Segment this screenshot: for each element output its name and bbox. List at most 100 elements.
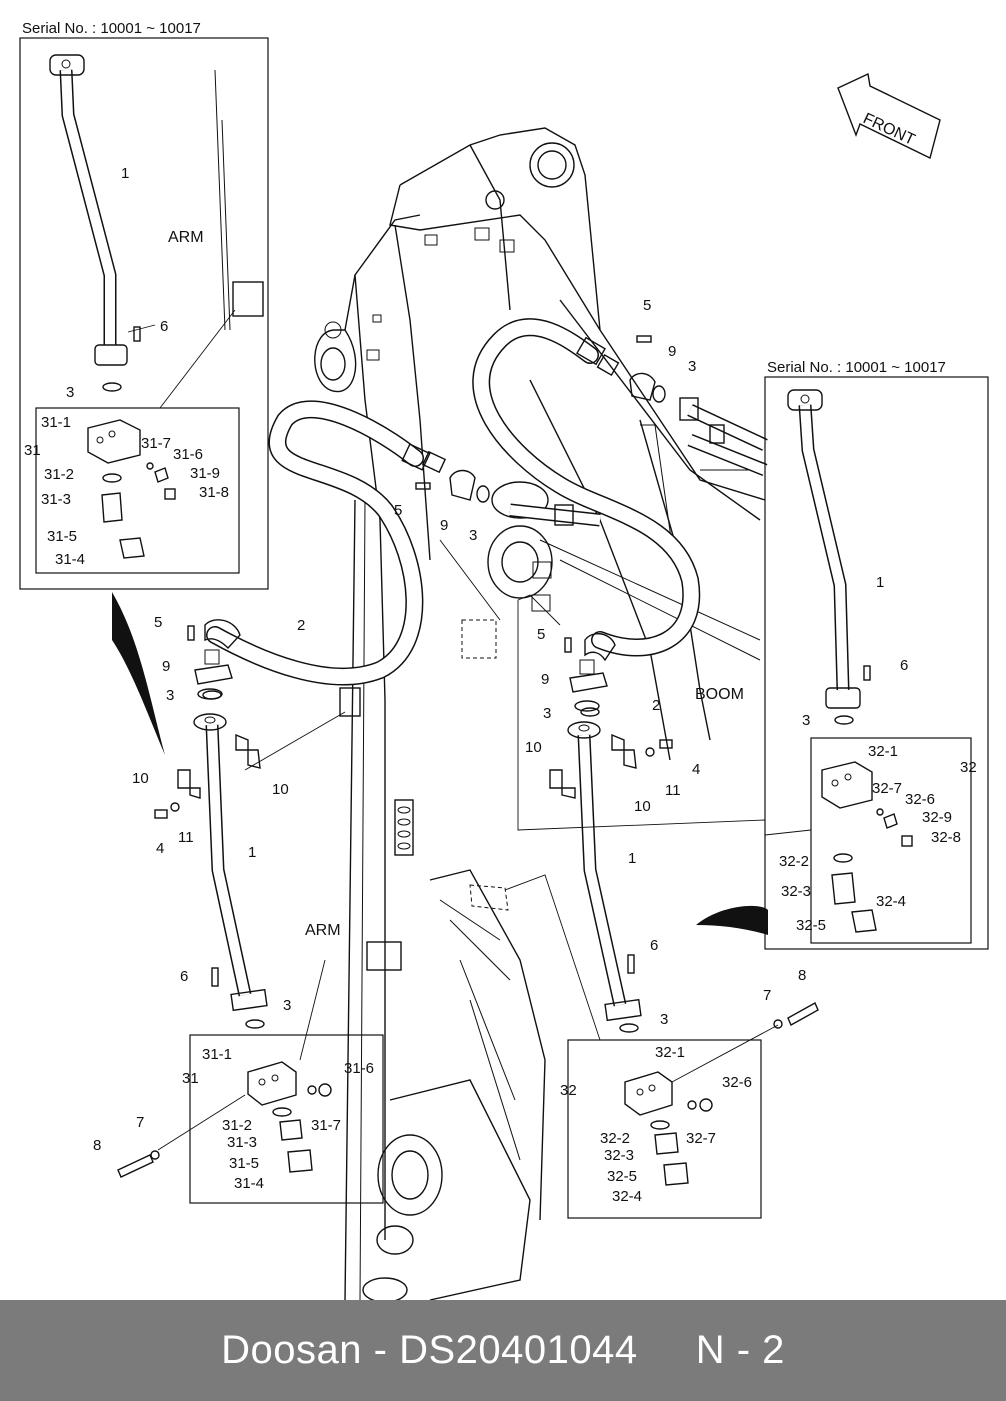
- part-label: 9: [541, 671, 549, 688]
- boom-structure: [214, 69, 766, 1300]
- part-label: 32: [960, 759, 977, 776]
- part-label: 1: [876, 574, 884, 591]
- leader-lines: [244, 539, 766, 1041]
- o-rings: [102, 382, 854, 1033]
- part-label: 5: [643, 297, 651, 314]
- part-label: 32-7: [686, 1130, 716, 1147]
- part-label: 2: [297, 617, 305, 634]
- part-label: 1: [121, 165, 129, 182]
- part-label: 7: [763, 987, 771, 1004]
- part-label: 32-2: [779, 853, 809, 870]
- part-label: 8: [798, 967, 806, 984]
- part-label: 9: [440, 517, 448, 534]
- part-label: 32-4: [876, 893, 906, 910]
- part-label: 32-5: [796, 917, 826, 934]
- bracket-arm-lower: [366, 941, 402, 971]
- part-label: 5: [537, 626, 545, 643]
- part-label: 3: [660, 1011, 668, 1028]
- part-label: 2: [652, 697, 660, 714]
- part-label: 31-1: [202, 1046, 232, 1063]
- part-label: 32-3: [781, 883, 811, 900]
- footer-title: Doosan - DS20401044 N - 2: [221, 1328, 785, 1373]
- inset-top-left: [19, 37, 269, 590]
- part-label: 32-5: [607, 1168, 637, 1185]
- flange-right: [569, 659, 608, 712]
- part-label: 31-3: [227, 1134, 257, 1151]
- front-label: FRONT: [860, 110, 917, 149]
- part-label: 1: [248, 844, 256, 861]
- part-label: 10: [634, 798, 651, 815]
- part-label: 8: [93, 1137, 101, 1154]
- part-label: 32: [560, 1082, 577, 1099]
- part-label: 32-1: [868, 743, 898, 760]
- flange-upper-left: [449, 469, 490, 503]
- part-label: 31-3: [41, 491, 71, 508]
- parts-diagram: FRONT: [19, 20, 989, 1300]
- clamps-left: [177, 733, 261, 799]
- part-label: 31-9: [190, 465, 220, 482]
- part-label: 3: [166, 687, 174, 704]
- hose-left: [204, 400, 447, 686]
- part-label: 31-4: [234, 1175, 264, 1192]
- part-label: 32-4: [612, 1188, 642, 1205]
- part-label: 6: [180, 968, 188, 985]
- serial-label-right: Serial No. : 10001 ~ 10017: [767, 359, 946, 376]
- part-label: 3: [66, 384, 74, 401]
- part-label: 10: [132, 770, 149, 787]
- part-label: 32-6: [905, 791, 935, 808]
- part-label: 32-2: [600, 1130, 630, 1147]
- front-arrow: FRONT: [837, 72, 941, 160]
- part-label: 31-6: [344, 1060, 374, 1077]
- footer-page: N - 2: [695, 1328, 785, 1372]
- part-label: 32-3: [604, 1147, 634, 1164]
- bracket-dashed: [461, 619, 497, 659]
- footer-separator: -: [373, 1328, 388, 1372]
- transition-arrow-right: [696, 905, 768, 935]
- part-label: 31-8: [199, 484, 229, 501]
- pipe-right-main: [567, 721, 642, 1022]
- inset-right: [764, 376, 989, 950]
- part-label: 5: [394, 502, 402, 519]
- part-label: 9: [668, 343, 676, 360]
- footer-bar: Doosan - DS20401044 N - 2: [0, 1300, 1006, 1401]
- part-label: 31-6: [173, 446, 203, 463]
- serial-label-left: Serial No. : 10001 ~ 10017: [22, 20, 201, 37]
- boom-pipe-clamp: [509, 397, 768, 527]
- part-label: 32-9: [922, 809, 952, 826]
- part-label: 5: [154, 614, 162, 631]
- detail-box-31: [157, 959, 384, 1204]
- part-label: 32-1: [655, 1044, 685, 1061]
- footer-part-number: DS20401044: [399, 1328, 638, 1372]
- clamps-right: [549, 733, 637, 799]
- part-label: 6: [900, 657, 908, 674]
- part-label: 31-2: [44, 466, 74, 483]
- arm-label-bottom: ARM: [305, 922, 341, 939]
- part-label: 9: [162, 658, 170, 675]
- part-label: 31-5: [47, 528, 77, 545]
- part-label: 3: [688, 358, 696, 375]
- arm-label-top: ARM: [168, 229, 204, 246]
- labels: Serial No. : 10001 ~ 10017 Serial No. : …: [22, 20, 977, 1205]
- part-label: 31-2: [222, 1117, 252, 1134]
- part-label: 32-6: [722, 1074, 752, 1091]
- detail-box-32: [567, 1024, 779, 1219]
- part-label: 3: [802, 712, 810, 729]
- part-label: 31-7: [311, 1117, 341, 1134]
- part-label: 6: [160, 318, 168, 335]
- pipe-left-main: [193, 713, 268, 1012]
- part-label: 3: [283, 997, 291, 1014]
- part-label: 31: [182, 1070, 199, 1087]
- part-label: 11: [178, 829, 194, 846]
- bolts: [117, 326, 871, 1178]
- part-label: 11: [665, 782, 681, 799]
- part-label: 1: [628, 850, 636, 867]
- boom-label: BOOM: [695, 686, 744, 703]
- hose-right: [472, 318, 701, 662]
- part-label: 10: [525, 739, 542, 756]
- footer-brand: Doosan: [221, 1328, 362, 1372]
- transition-arrow-left: [112, 592, 165, 755]
- part-label: 10: [272, 781, 289, 798]
- part-label: 31-1: [41, 414, 71, 431]
- part-label: 3: [469, 527, 477, 544]
- part-label: 31-5: [229, 1155, 259, 1172]
